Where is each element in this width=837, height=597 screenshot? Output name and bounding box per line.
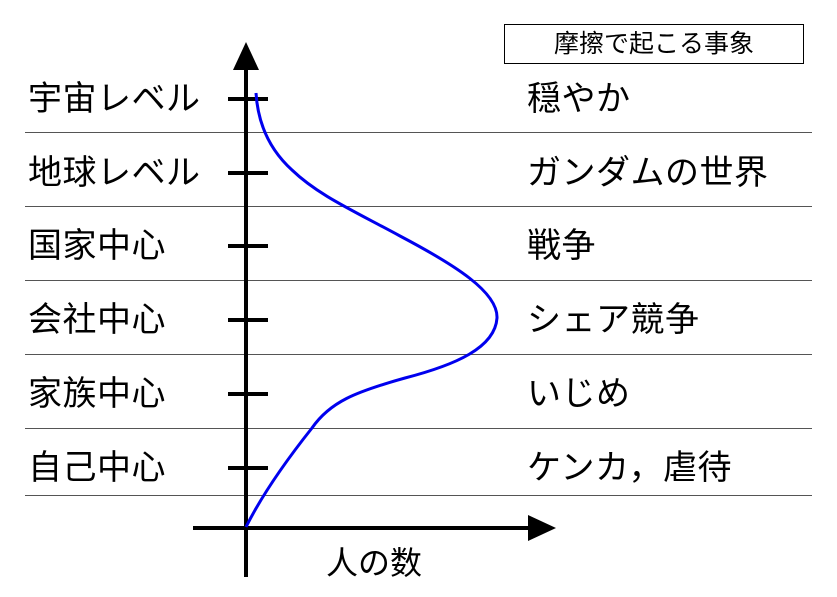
row-divider — [25, 206, 812, 207]
event-label-family: いじめ — [527, 374, 631, 414]
level-label-earth: 地球レベル — [28, 153, 201, 193]
level-label-family: 家族中心 — [28, 374, 166, 414]
x-axis-arrowhead — [528, 515, 556, 541]
event-label-universe: 穏やか — [527, 79, 631, 119]
x-axis-label: 人の数 — [326, 544, 423, 582]
row-divider — [25, 354, 812, 355]
row-divider — [25, 428, 812, 429]
row-divider — [25, 495, 812, 496]
legend-box: 摩擦で起こる事象 — [504, 24, 804, 64]
event-label-self: ケンカ，虐待 — [527, 448, 732, 488]
level-label-self: 自己中心 — [28, 448, 166, 488]
level-label-universe: 宇宙レベル — [28, 79, 201, 119]
event-label-earth: ガンダムの世界 — [527, 153, 769, 193]
row-divider — [25, 132, 812, 133]
row-divider — [25, 280, 812, 281]
event-label-company: シェア競争 — [527, 300, 700, 340]
level-label-nation: 国家中心 — [28, 226, 166, 266]
y-axis-arrowhead — [233, 42, 259, 70]
distribution-curve — [244, 92, 499, 528]
event-label-nation: 戦争 — [527, 226, 596, 266]
level-label-company: 会社中心 — [28, 300, 166, 340]
